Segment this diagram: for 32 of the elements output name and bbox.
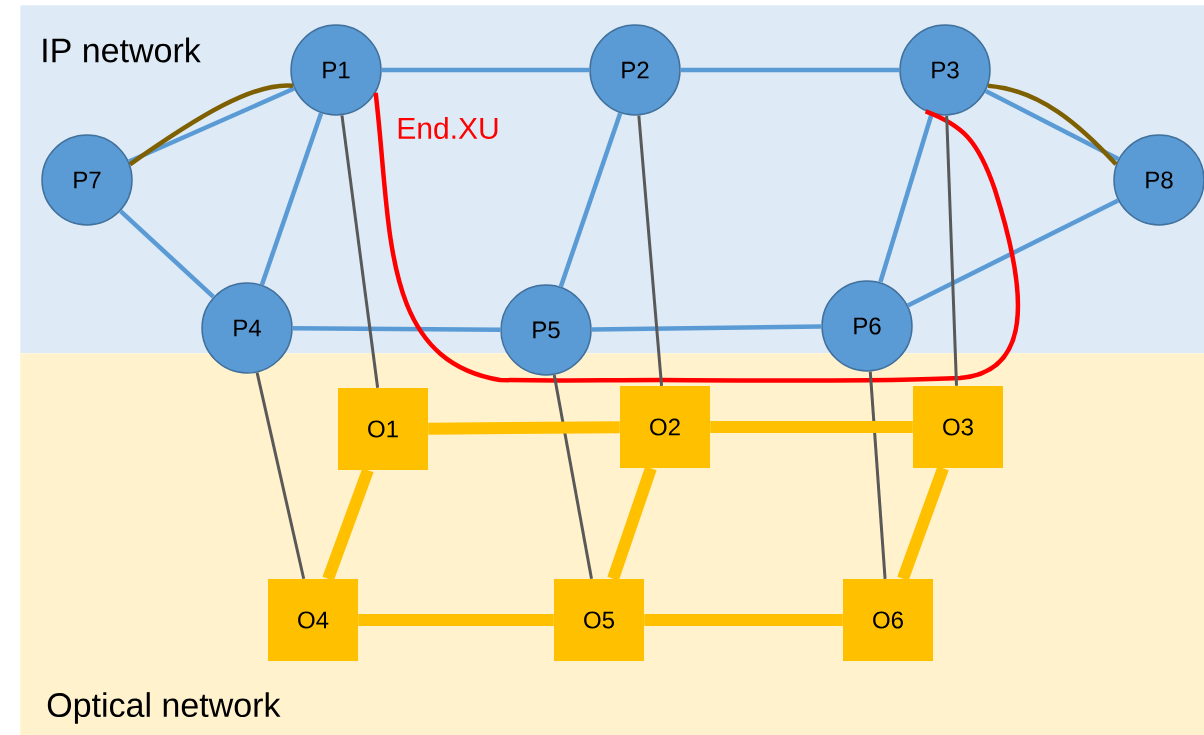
link-line (322, 468, 374, 581)
link-line (255, 372, 306, 580)
optical-switch-box: O1 (338, 388, 428, 470)
link-line (897, 466, 949, 581)
link-line (644, 614, 843, 626)
link-line (878, 113, 934, 283)
link-line (591, 324, 822, 332)
link-line (259, 112, 324, 286)
optical-switch-box: O5 (554, 579, 644, 661)
optical-switch-box: O6 (843, 579, 933, 661)
link-line (945, 115, 958, 386)
link-line (552, 374, 593, 580)
link-line (710, 421, 913, 433)
link-line (558, 112, 623, 288)
optical-switch-box: O3 (913, 386, 1003, 468)
optical-switch-box: O4 (268, 579, 358, 661)
link-line (381, 67, 590, 73)
link-line (292, 326, 501, 332)
optical-switch-box: O2 (620, 386, 710, 468)
link-line (906, 198, 1120, 308)
link-line (428, 421, 620, 435)
link-line (637, 115, 664, 386)
link-line (119, 209, 215, 299)
link-line (340, 115, 380, 388)
link-line (373, 92, 1021, 383)
link-line (868, 371, 887, 579)
edge-label: End.XU (394, 115, 502, 141)
link-line (358, 614, 554, 626)
region-label: IP network (43, 37, 201, 63)
region-label: Optical network (47, 692, 281, 724)
link-line (607, 466, 657, 581)
link-line (680, 67, 900, 73)
